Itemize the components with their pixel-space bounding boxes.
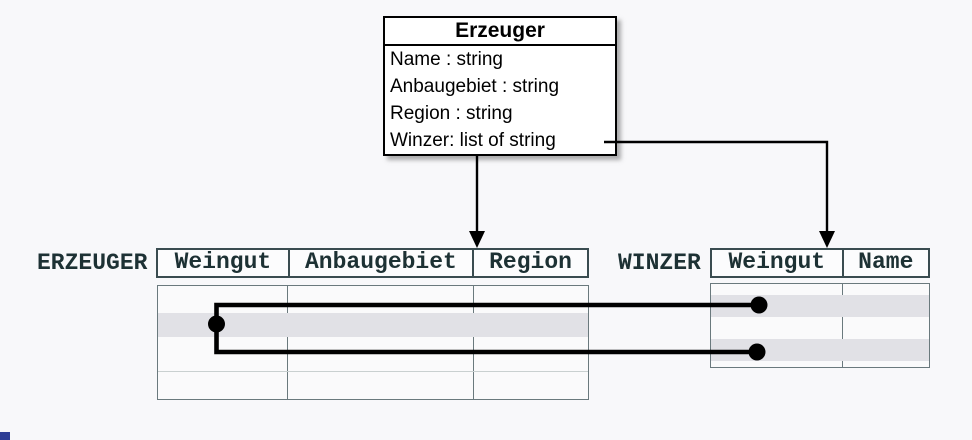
arrow-classbox-to-erzeuger-head (469, 231, 485, 248)
winzer-body-divider (841, 284, 843, 367)
erzeuger-header-row: Weingut Anbaugebiet Region (156, 248, 589, 278)
class-attribute-region: Region : string (390, 103, 513, 124)
winzer-highlighted-row-1 (711, 294, 929, 317)
erzeuger-column-anbaugebiet: Anbaugebiet (287, 250, 472, 276)
erzeuger-table-body (157, 285, 589, 400)
erzeuger-column-region: Region (472, 250, 587, 276)
erzeuger-body-divider-1 (286, 286, 288, 399)
table-label-winzer: WINZER (618, 250, 701, 276)
class-attribute-anbaugebiet: Anbaugebiet : string (390, 76, 560, 97)
erzeuger-highlighted-row (158, 313, 588, 337)
arrow-winzer-attr-to-winzer-head (819, 231, 835, 248)
arrow-winzer-attr-to-winzer-line (604, 140, 829, 233)
corner-accent (0, 432, 10, 440)
erzeuger-column-weingut: Weingut (174, 249, 272, 275)
winzer-header-row: Weingut Name (710, 248, 930, 278)
winzer-column-name: Name (841, 250, 928, 276)
winzer-highlighted-row-2 (711, 338, 929, 361)
class-box-title: Erzeuger (385, 18, 615, 46)
class-attribute-winzer: Winzer: list of string (390, 130, 556, 151)
winzer-column-weingut: Weingut (728, 249, 826, 275)
table-label-erzeuger: ERZEUGER (37, 250, 148, 276)
erzeuger-body-divider-2 (472, 286, 474, 399)
class-attribute-list: Name : string Anbaugebiet : string Regio… (385, 46, 615, 154)
winzer-table-body (710, 283, 930, 368)
class-box-erzeuger: Erzeuger Name : string Anbaugebiet : str… (383, 16, 617, 156)
erzeuger-row-separator (158, 371, 588, 373)
class-attribute-name: Name : string (390, 49, 503, 70)
